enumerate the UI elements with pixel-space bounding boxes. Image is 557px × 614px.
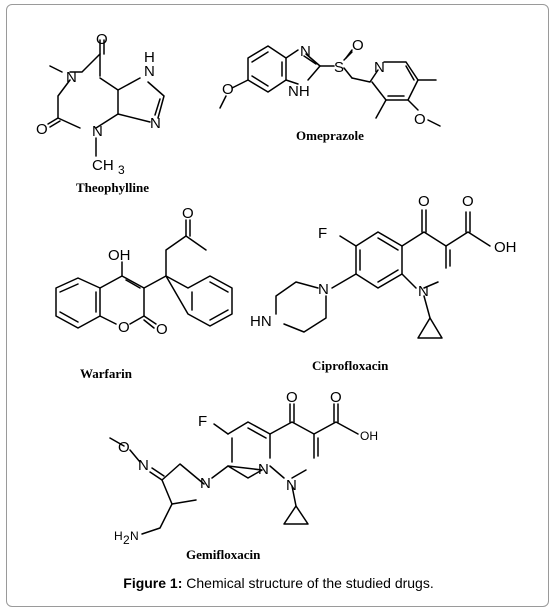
O-label: O xyxy=(222,81,234,98)
O-label: O xyxy=(36,121,48,138)
O-label: O xyxy=(414,111,426,128)
O-label: O xyxy=(462,193,474,210)
ciprofloxacin-structure: F O O OH N N HN xyxy=(250,193,517,339)
N-label: N xyxy=(258,461,269,478)
ciprofloxacin-label: Ciprofloxacin xyxy=(312,358,389,373)
N-label: N xyxy=(144,63,155,80)
warfarin-structure: OH O O O xyxy=(55,205,233,338)
O-label: O xyxy=(352,37,364,54)
N-label: N xyxy=(286,477,297,494)
OH-label: OH xyxy=(108,247,131,264)
HN-label: HN xyxy=(250,313,272,330)
S-label: S xyxy=(334,59,344,76)
N-label: N xyxy=(150,115,161,132)
N-label: N xyxy=(300,43,311,60)
gemifloxacin-structure: F O O OH N N N N O H 2 N xyxy=(109,389,378,547)
O-label: O xyxy=(286,389,298,406)
theophylline-label: Theophylline xyxy=(76,180,149,195)
CH-label: CH xyxy=(92,157,114,174)
sub2-label: 2 xyxy=(123,533,130,547)
omeprazole-label: Omeprazole xyxy=(296,128,364,143)
caption-text: Chemical structure of the studied drugs. xyxy=(182,575,434,591)
OH-label: OH xyxy=(360,429,378,443)
NH-label: NH xyxy=(288,83,310,100)
N-label: N xyxy=(374,59,385,76)
O-label: O xyxy=(418,193,430,210)
warfarin-label: Warfarin xyxy=(80,366,132,381)
O-label: O xyxy=(118,319,130,336)
OH-label: OH xyxy=(494,239,517,256)
O-label: O xyxy=(330,389,342,406)
O-label: O xyxy=(182,205,194,222)
caption-label: Figure 1: xyxy=(123,575,183,591)
O-label: O xyxy=(156,321,168,338)
theophylline-structure: O N O N N H N CH 3 xyxy=(36,31,165,177)
F-label: F xyxy=(318,225,327,242)
N-label: N xyxy=(418,283,429,300)
omeprazole-structure: N NH O S O N O xyxy=(219,37,441,128)
N-label: N xyxy=(66,69,77,86)
figure-caption: Figure 1: Chemical structure of the stud… xyxy=(0,575,557,591)
N-label: N xyxy=(318,281,329,298)
F-label: F xyxy=(198,413,207,430)
N-label: N xyxy=(92,123,103,140)
gemifloxacin-label: Gemifloxacin xyxy=(186,547,261,562)
O-label: O xyxy=(96,31,108,48)
N-label: N xyxy=(130,529,139,543)
N-label: N xyxy=(138,457,149,474)
H-label: H xyxy=(144,49,155,66)
O-label: O xyxy=(118,439,130,456)
N-label: N xyxy=(200,475,211,492)
sub3-label: 3 xyxy=(118,163,125,177)
H-label: H xyxy=(114,529,123,543)
